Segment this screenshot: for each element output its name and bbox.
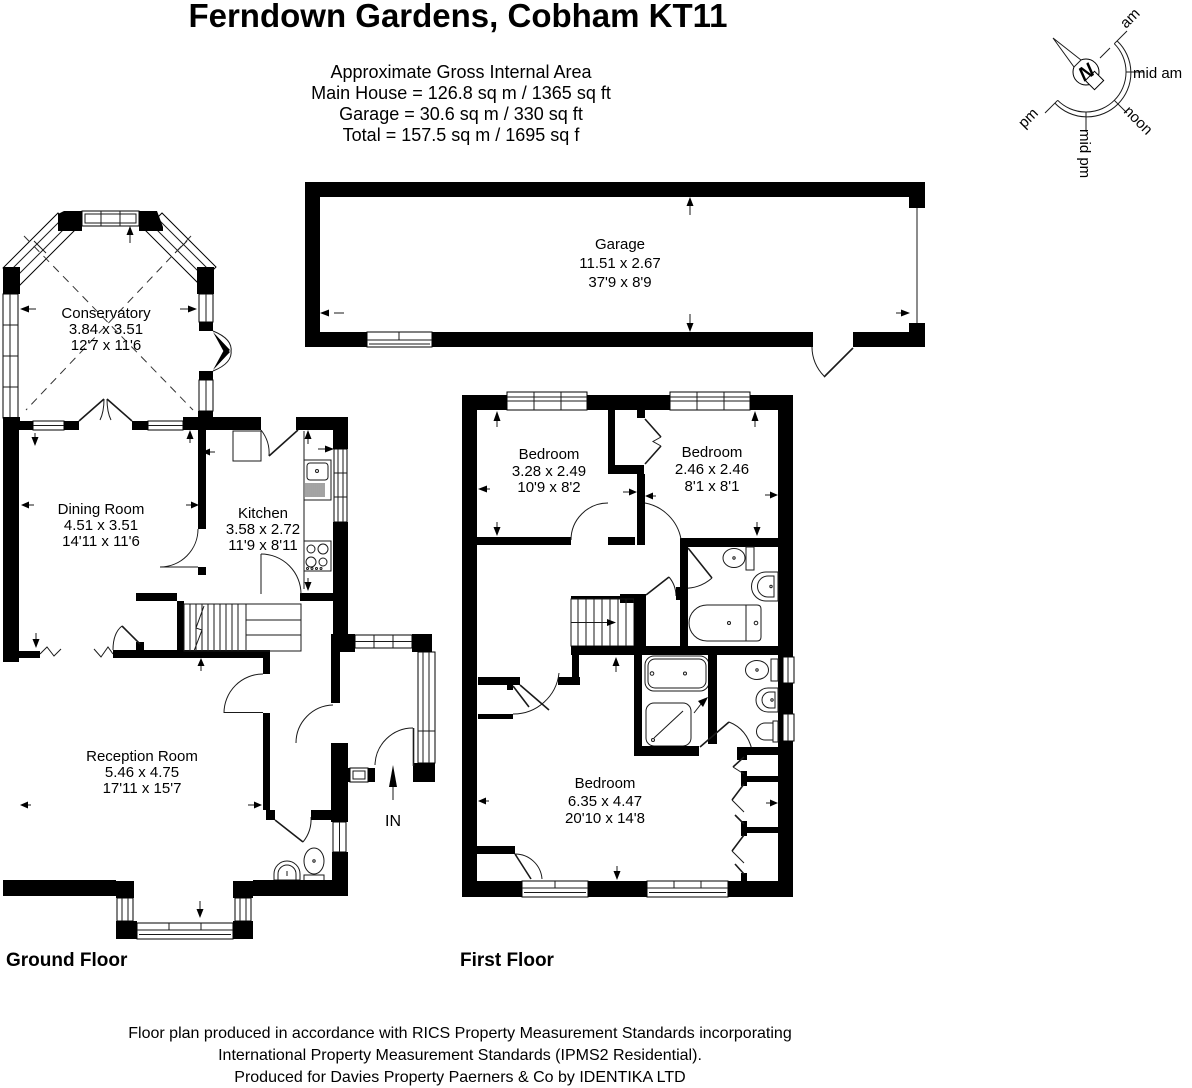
svg-text:17'11 x 15'7: 17'11 x 15'7 xyxy=(103,780,182,797)
svg-text:International Property Measure: International Property Measurement Stand… xyxy=(218,1047,702,1064)
svg-text:14'11 x 11'6: 14'11 x 11'6 xyxy=(62,533,140,550)
svg-text:5.46 x 4.75: 5.46 x 4.75 xyxy=(105,764,179,781)
svg-text:4.51 x 3.51: 4.51 x 3.51 xyxy=(64,517,138,534)
svg-text:mid pm: mid pm xyxy=(1076,129,1093,178)
svg-text:Total = 157.5 sq m / 1695 sq f: Total = 157.5 sq m / 1695 sq f xyxy=(343,125,581,145)
svg-text:3.28 x 2.49: 3.28 x 2.49 xyxy=(512,463,586,480)
svg-text:Ground Floor: Ground Floor xyxy=(6,950,128,971)
svg-text:am: am xyxy=(1117,5,1144,32)
svg-text:20'10 x 14'8: 20'10 x 14'8 xyxy=(565,810,645,827)
svg-text:Bedroom: Bedroom xyxy=(519,446,580,463)
svg-text:Ferndown Gardens, Cobham KT11: Ferndown Gardens, Cobham KT11 xyxy=(188,0,727,34)
svg-text:Bedroom: Bedroom xyxy=(575,775,636,792)
svg-text:37'9 x 8'9: 37'9 x 8'9 xyxy=(588,274,651,291)
svg-text:12'7 x 11'6: 12'7 x 11'6 xyxy=(71,337,142,354)
svg-text:Garage = 30.6 sq m / 330 sq ft: Garage = 30.6 sq m / 330 sq ft xyxy=(339,104,583,124)
svg-text:Conservatory: Conservatory xyxy=(61,305,151,322)
svg-text:First Floor: First Floor xyxy=(460,950,555,971)
svg-text:Floor plan produced in accorda: Floor plan produced in accordance with R… xyxy=(128,1025,791,1042)
svg-text:3.58 x 2.72: 3.58 x 2.72 xyxy=(226,521,300,538)
svg-text:Kitchen: Kitchen xyxy=(238,505,288,522)
svg-text:2.46 x 2.46: 2.46 x 2.46 xyxy=(675,461,749,478)
svg-text:Bedroom: Bedroom xyxy=(682,444,743,461)
svg-text:IN: IN xyxy=(385,813,401,830)
svg-text:Reception Room: Reception Room xyxy=(86,748,198,765)
svg-text:11'9 x 8'11: 11'9 x 8'11 xyxy=(228,537,297,554)
svg-text:Produced for Davies Property P: Produced for Davies Property Paerners & … xyxy=(234,1069,685,1086)
svg-text:6.35 x 4.47: 6.35 x 4.47 xyxy=(568,793,642,810)
svg-text:11.51 x 2.67: 11.51 x 2.67 xyxy=(579,255,660,272)
svg-text:pm: pm xyxy=(1015,105,1042,132)
svg-text:Dining Room: Dining Room xyxy=(58,501,145,518)
svg-text:Main House = 126.8 sq m / 1365: Main House = 126.8 sq m / 1365 sq ft xyxy=(311,83,611,103)
svg-text:noon: noon xyxy=(1120,103,1156,139)
svg-text:Approximate Gross Internal Are: Approximate Gross Internal Area xyxy=(330,62,592,82)
svg-text:8'1 x 8'1: 8'1 x 8'1 xyxy=(685,478,740,495)
svg-text:3.84 x 3.51: 3.84 x 3.51 xyxy=(69,321,143,338)
svg-text:Garage: Garage xyxy=(595,236,645,253)
svg-text:mid am: mid am xyxy=(1133,65,1182,82)
svg-text:10'9 x 8'2: 10'9 x 8'2 xyxy=(517,479,580,496)
